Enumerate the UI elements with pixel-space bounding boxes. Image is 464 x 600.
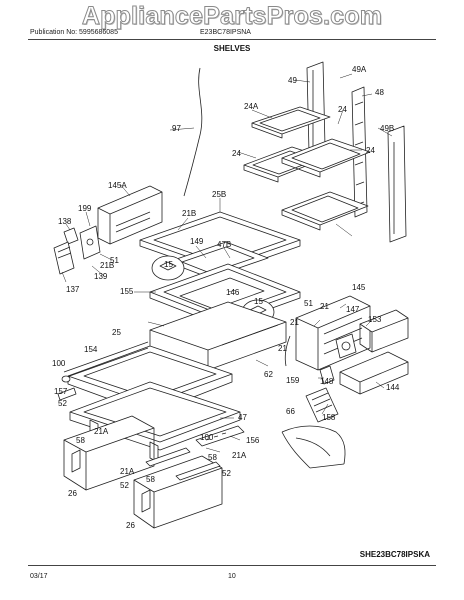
sensor-148 <box>319 365 335 385</box>
cover-153 <box>359 309 409 353</box>
callout-label-4: 24 <box>232 149 241 158</box>
wire-bracket-66 <box>281 425 346 469</box>
slider-156 <box>195 425 245 447</box>
shelf-rail-49 <box>306 61 326 153</box>
publication-number: Publication No: 5995686085 <box>30 29 118 36</box>
callout-label-34: 100 <box>52 359 66 368</box>
cap-100-left <box>61 375 71 383</box>
callout-label-42: 47 <box>238 413 247 422</box>
callout-label-51: 58 <box>146 475 155 484</box>
callout-label-8: 24 <box>366 146 375 155</box>
callout-label-46: 156 <box>246 436 260 445</box>
slide-58 <box>145 447 221 481</box>
callout-label-24: 145 <box>352 283 366 292</box>
callout-label-16: 149 <box>190 237 204 246</box>
callout-label-26: 51 <box>304 299 313 308</box>
clip-138 <box>63 227 79 245</box>
callout-label-6: 49B <box>380 124 394 133</box>
callout-label-15: 21B <box>100 261 114 270</box>
callout-label-10: 25B <box>212 190 226 199</box>
callout-label-2: 48 <box>375 88 384 97</box>
diagram-code: SHE23BC78IPSKA <box>359 550 430 559</box>
footer-date: 03/17 <box>30 573 48 580</box>
callout-label-9: 145A <box>108 181 127 190</box>
duct-144 <box>339 351 409 395</box>
vent-15-left <box>151 255 185 281</box>
drawer-62 <box>149 301 287 371</box>
callout-label-0: 49 <box>288 76 297 85</box>
callout-label-7: 24 <box>338 105 347 114</box>
crisper-drawer-26-right <box>133 455 223 529</box>
cover-47b <box>167 241 269 279</box>
callout-label-27: 21 <box>320 302 329 311</box>
callout-label-5: 97 <box>172 124 181 133</box>
page-number: 10 <box>228 573 236 580</box>
callout-label-13: 138 <box>58 217 72 226</box>
callout-label-17: 47B <box>217 240 231 249</box>
header-rule <box>28 39 436 40</box>
callout-label-11: 21B <box>182 209 196 218</box>
section-title: SHELVES <box>213 44 251 53</box>
callout-label-18: 15 <box>164 260 173 269</box>
callout-label-52: 52 <box>120 481 129 490</box>
callout-label-19: 139 <box>94 272 108 281</box>
callout-label-49: 52 <box>222 469 231 478</box>
callout-label-33: 62 <box>264 370 273 379</box>
callout-label-1: 49A <box>352 65 367 74</box>
housing-137 <box>53 241 75 275</box>
callout-label-32: 154 <box>84 345 98 354</box>
shelf-24-right <box>281 138 371 178</box>
callout-label-40: 66 <box>286 407 295 416</box>
callout-label-35: 157 <box>54 387 68 396</box>
wire-21-side <box>284 335 291 367</box>
callout-label-25: 21 <box>290 318 299 327</box>
shelf-24-lower <box>281 191 369 231</box>
callout-label-30: 25 <box>112 328 121 337</box>
callout-label-47: 58 <box>208 453 217 462</box>
callout-label-39: 144 <box>386 383 400 392</box>
crisper-drawer-26-left <box>63 415 155 491</box>
callout-label-12: 199 <box>78 204 92 213</box>
callout-label-36: 52 <box>58 399 67 408</box>
footer-rule <box>28 565 436 566</box>
callout-label-45: 100 <box>200 433 214 442</box>
callout-label-23: 15 <box>254 297 263 306</box>
callout-label-50: 21A <box>120 467 135 476</box>
callout-label-43: 21A <box>94 427 109 436</box>
callout-label-53: 26 <box>68 489 77 498</box>
bracket-145a <box>97 185 163 245</box>
fan-147 <box>335 333 357 359</box>
control-module-139 <box>79 225 101 260</box>
seal-158 <box>305 387 339 423</box>
clip-157 <box>57 387 77 401</box>
wire-harness-97 <box>183 67 203 197</box>
callout-label-37: 159 <box>286 376 300 385</box>
callout-label-28: 147 <box>346 305 360 314</box>
callout-label-3: 24A <box>244 102 259 111</box>
callout-label-54: 26 <box>126 521 135 530</box>
panel-146 <box>149 263 301 327</box>
trim-154 <box>63 341 149 379</box>
callout-label-41: 158 <box>322 413 336 422</box>
callout-label-29: 153 <box>368 315 382 324</box>
watermark-logo: AppliancePartsPros.com <box>81 2 383 31</box>
callout-label-22: 146 <box>226 288 240 297</box>
callout-label-14: 51 <box>110 256 119 265</box>
callout-label-44: 58 <box>76 436 85 445</box>
housing-145 <box>295 295 371 371</box>
callout-label-38: 148 <box>320 377 334 386</box>
shelf-rail-49b <box>387 125 407 243</box>
callout-label-48: 21A <box>232 451 247 460</box>
model-number: E23BC78IPSNA <box>200 29 251 36</box>
shelf-24a <box>251 106 331 139</box>
callout-label-21: 155 <box>120 287 134 296</box>
callout-label-31: 21 <box>278 344 287 353</box>
callout-label-20: 137 <box>66 285 80 294</box>
